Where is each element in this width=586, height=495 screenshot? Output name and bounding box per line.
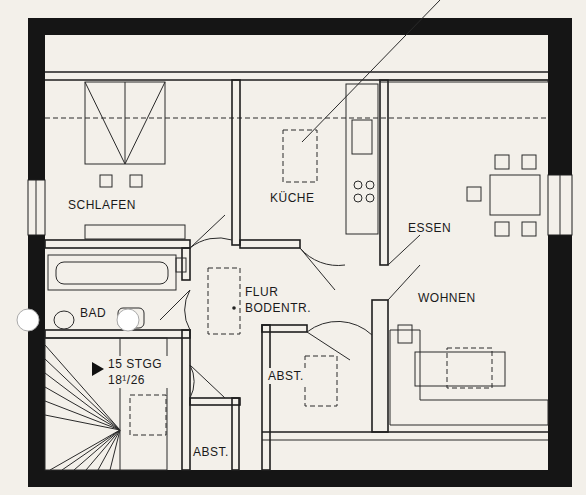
punch-hole — [117, 309, 139, 331]
room-label: ESSEN — [408, 220, 468, 236]
attic-hatch — [232, 306, 236, 310]
room-label: WOHNEN — [418, 290, 498, 306]
stair-arrow — [92, 362, 104, 376]
inner-wall — [45, 80, 548, 470]
kitchen-counter — [283, 84, 378, 234]
room-label: BAD — [80, 305, 120, 321]
room-label: ABST. — [193, 444, 235, 460]
stair-spec: 15 STGG 18¹/26 — [106, 356, 172, 388]
punch-hole — [17, 309, 39, 331]
dining-table — [467, 155, 540, 236]
room-label: FLUR BODENTR. — [245, 284, 315, 316]
room-label: ABST. — [266, 368, 320, 384]
window — [28, 175, 572, 235]
leader-line — [302, 0, 440, 142]
knee-wall — [45, 72, 548, 440]
outer-wall — [28, 18, 572, 487]
storage-outline — [130, 395, 166, 435]
bed — [85, 82, 185, 239]
sofa — [390, 325, 548, 425]
attic-hatch — [208, 268, 240, 334]
door-swing — [160, 215, 420, 398]
room-label: KÜCHE — [270, 190, 340, 206]
room-label: SCHLAFEN — [68, 197, 168, 213]
